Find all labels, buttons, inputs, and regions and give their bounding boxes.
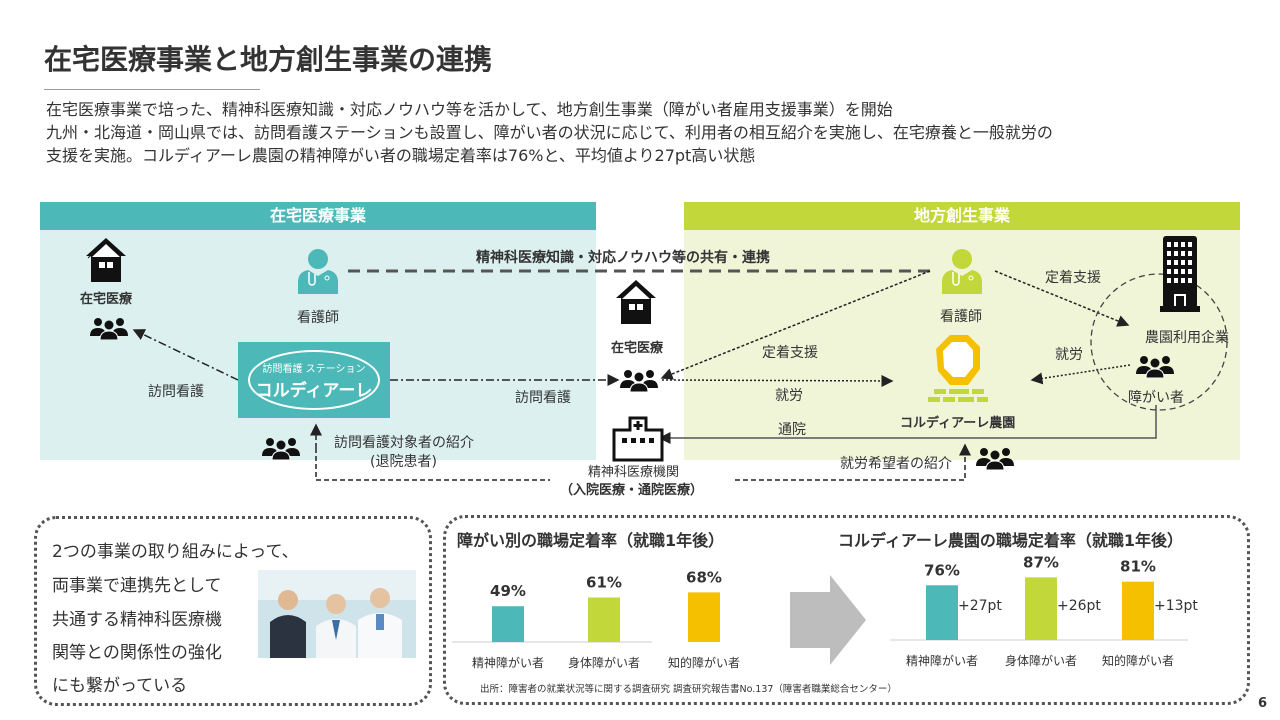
company-circle bbox=[1090, 273, 1228, 411]
bar bbox=[1122, 581, 1154, 640]
visit-label: 訪問看護 bbox=[515, 390, 571, 406]
support-arrow bbox=[994, 270, 1130, 327]
diff-label: +27pt bbox=[958, 598, 1002, 614]
job-referral-line bbox=[735, 443, 971, 481]
page-number: 6 bbox=[1258, 696, 1268, 711]
chart-box bbox=[443, 515, 1250, 705]
people-icon bbox=[620, 370, 658, 392]
job-referral-label: 就労希望者の紹介 bbox=[840, 456, 952, 472]
source-note: 出所：障害者の就業状況等に関する調査研究 調査研究報告書No.137（障害者職業… bbox=[480, 684, 897, 695]
tick-label: 知的障がい者 bbox=[668, 655, 740, 670]
building-icon bbox=[1160, 236, 1200, 312]
regional-header: 地方創生事業 bbox=[684, 202, 1240, 230]
tick-label: 精神障がい者 bbox=[906, 653, 978, 668]
work-label: 就労 bbox=[775, 388, 803, 404]
home-care-label: 在宅医療 bbox=[611, 341, 664, 356]
data-label: 68% bbox=[686, 568, 722, 586]
bar bbox=[588, 597, 620, 642]
chart-title: 障がい別の職場定着率（就職1年後） bbox=[457, 531, 725, 550]
data-label: 76% bbox=[924, 561, 960, 579]
summary-line: 関等との関係性の強化 bbox=[52, 643, 222, 663]
title-divider bbox=[44, 89, 260, 90]
doctors-photo bbox=[258, 570, 416, 658]
house-icon bbox=[86, 238, 126, 282]
people-icon bbox=[1136, 356, 1174, 378]
arrow-right-icon bbox=[790, 575, 866, 665]
summary-box bbox=[34, 516, 432, 706]
referral-label: 訪問看護対象者の紹介 bbox=[334, 435, 474, 451]
home-care-label: 在宅医療 bbox=[80, 292, 133, 307]
data-label: 87% bbox=[1023, 553, 1059, 571]
nurse-label: 看護師 bbox=[940, 309, 982, 325]
chart-title: コルディアーレ農園の職場定着率（就職1年後） bbox=[838, 531, 1184, 550]
data-label: 61% bbox=[586, 573, 622, 591]
cordiale-station-logo: 訪問看護 ステーションコルディアーレ bbox=[238, 342, 390, 418]
referral-sub-label: (退院患者) bbox=[370, 454, 437, 470]
summary-line: 両事業で連携先として bbox=[52, 576, 222, 596]
clinic-label: 通院 bbox=[778, 422, 806, 438]
summary-line: 2つの事業の取り組みによって、 bbox=[52, 542, 299, 562]
visit-arrow bbox=[132, 329, 239, 381]
people-icon bbox=[90, 318, 128, 340]
support-label: 定着支援 bbox=[762, 345, 818, 361]
data-label: 49% bbox=[490, 582, 526, 600]
nurse-icon bbox=[942, 249, 982, 294]
farm-label: コルディアーレ農園 bbox=[900, 416, 1016, 431]
nurse-label: 看護師 bbox=[297, 310, 339, 326]
support-arrow bbox=[660, 270, 931, 380]
tick-label: 身体障がい者 bbox=[568, 655, 640, 670]
bar bbox=[1025, 577, 1057, 640]
description-line: 支援を実施。コルディアーレ農園の精神障がい者の職場定着率は76%と、平均値より2… bbox=[46, 146, 756, 165]
summary-line: にも繋がっている bbox=[52, 676, 188, 696]
farm-logo-icon bbox=[928, 335, 988, 402]
hospital-label: 精神科医療機関 bbox=[588, 465, 680, 480]
house-icon bbox=[616, 280, 656, 324]
clinic-line bbox=[658, 405, 1157, 444]
tick-label: 知的障がい者 bbox=[1102, 653, 1174, 668]
description-line: 在宅医療事業で培った、精神科医療知識・対応ノウハウ等を活かして、地方創生事業（障… bbox=[46, 100, 893, 119]
share-label: 精神科医療知識・対応ノウハウ等の共有・連携 bbox=[476, 250, 770, 266]
people-icon bbox=[976, 448, 1014, 470]
bar bbox=[492, 606, 524, 642]
diff-label: +13pt bbox=[1154, 598, 1198, 614]
tick-label: 精神障がい者 bbox=[472, 655, 544, 670]
diff-label: +26pt bbox=[1057, 598, 1101, 614]
hospital-icon bbox=[612, 416, 664, 462]
hospital-sub-label: （入院医療・通院医療） bbox=[560, 483, 704, 498]
bar bbox=[688, 592, 720, 642]
work-arrow bbox=[1030, 364, 1131, 385]
visit-label: 訪問看護 bbox=[148, 384, 204, 400]
support-label: 定着支援 bbox=[1045, 270, 1101, 286]
people-icon bbox=[262, 438, 300, 460]
page-title: 在宅医療事業と地方創生事業の連携 bbox=[44, 43, 493, 76]
work-label: 就労 bbox=[1055, 347, 1083, 363]
referral-line bbox=[315, 448, 550, 481]
tick-label: 身体障がい者 bbox=[1005, 653, 1077, 668]
home-care-header: 在宅医療事業 bbox=[40, 202, 596, 230]
disabled-label: 障がい者 bbox=[1128, 390, 1184, 406]
description-line: 九州・北海道・岡山県では、訪問看護ステーションも設置し、障がい者の状況に応じて、… bbox=[46, 123, 1053, 142]
company-label: 農園利用企業 bbox=[1145, 330, 1229, 346]
summary-line: 共通する精神科医療機 bbox=[52, 610, 222, 630]
bar bbox=[926, 585, 958, 640]
data-label: 81% bbox=[1120, 558, 1156, 576]
nurse-icon bbox=[298, 249, 338, 294]
